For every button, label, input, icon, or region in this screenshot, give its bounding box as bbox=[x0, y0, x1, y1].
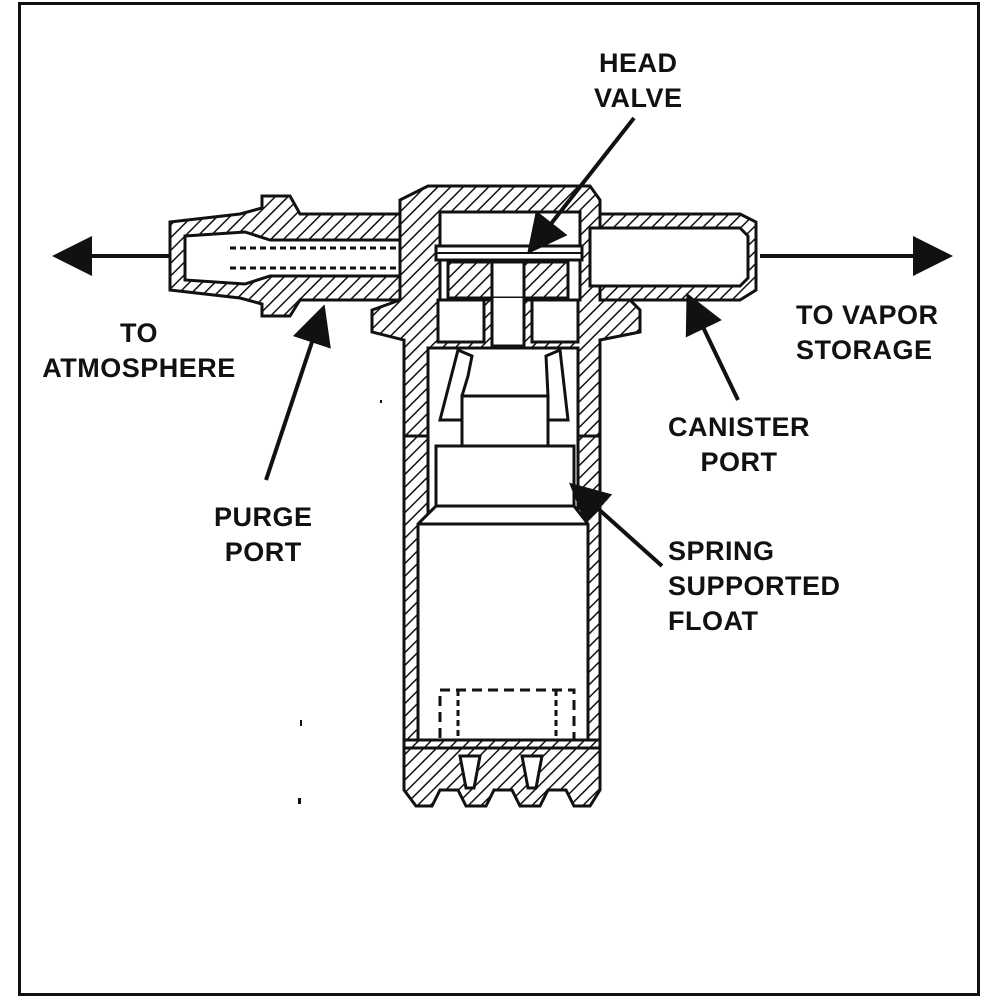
label-to-atmosphere-line2: ATMOSPHERE bbox=[42, 353, 236, 383]
label-spring-supported-float-line3: FLOAT bbox=[668, 606, 759, 636]
label-purge-port-line1: PURGE bbox=[214, 502, 313, 532]
bottom-cap bbox=[402, 738, 602, 808]
leader-spring-supported-float bbox=[569, 482, 664, 568]
label-purge-port-line2: PORT bbox=[224, 537, 302, 567]
label-purge-port: PURGE PORT bbox=[214, 500, 313, 570]
label-spring-supported-float: SPRING SUPPORTED FLOAT bbox=[668, 534, 841, 639]
label-to-atmosphere: TO ATMOSPHERE bbox=[40, 316, 238, 386]
label-to-vapor-storage-line2: STORAGE bbox=[796, 335, 933, 365]
label-spring-supported-float-line2: SUPPORTED bbox=[668, 571, 841, 601]
label-to-vapor-storage-line1: TO VAPOR bbox=[796, 300, 939, 330]
leader-canister-port bbox=[685, 292, 740, 401]
label-canister-port-line2: PORT bbox=[700, 447, 778, 477]
head-valve-seat bbox=[436, 260, 580, 348]
label-to-vapor-storage: TO VAPOR STORAGE bbox=[796, 298, 939, 368]
scan-specks bbox=[298, 400, 382, 804]
purge-port-tube bbox=[168, 194, 412, 318]
label-canister-port: CANISTER PORT bbox=[668, 410, 810, 480]
label-head-valve-line2: VALVE bbox=[594, 83, 683, 113]
label-head-valve: HEAD VALVE bbox=[594, 46, 683, 116]
canister-port-tube bbox=[588, 212, 758, 302]
label-to-atmosphere-line1: TO bbox=[119, 318, 158, 348]
leader-head-valve bbox=[527, 116, 636, 255]
label-head-valve-line1: HEAD bbox=[599, 48, 678, 78]
leader-purge-port bbox=[264, 304, 331, 481]
spring-supported-float bbox=[416, 347, 590, 742]
label-canister-port-line1: CANISTER bbox=[668, 412, 811, 442]
label-spring-supported-float-line1: SPRING bbox=[668, 536, 775, 566]
